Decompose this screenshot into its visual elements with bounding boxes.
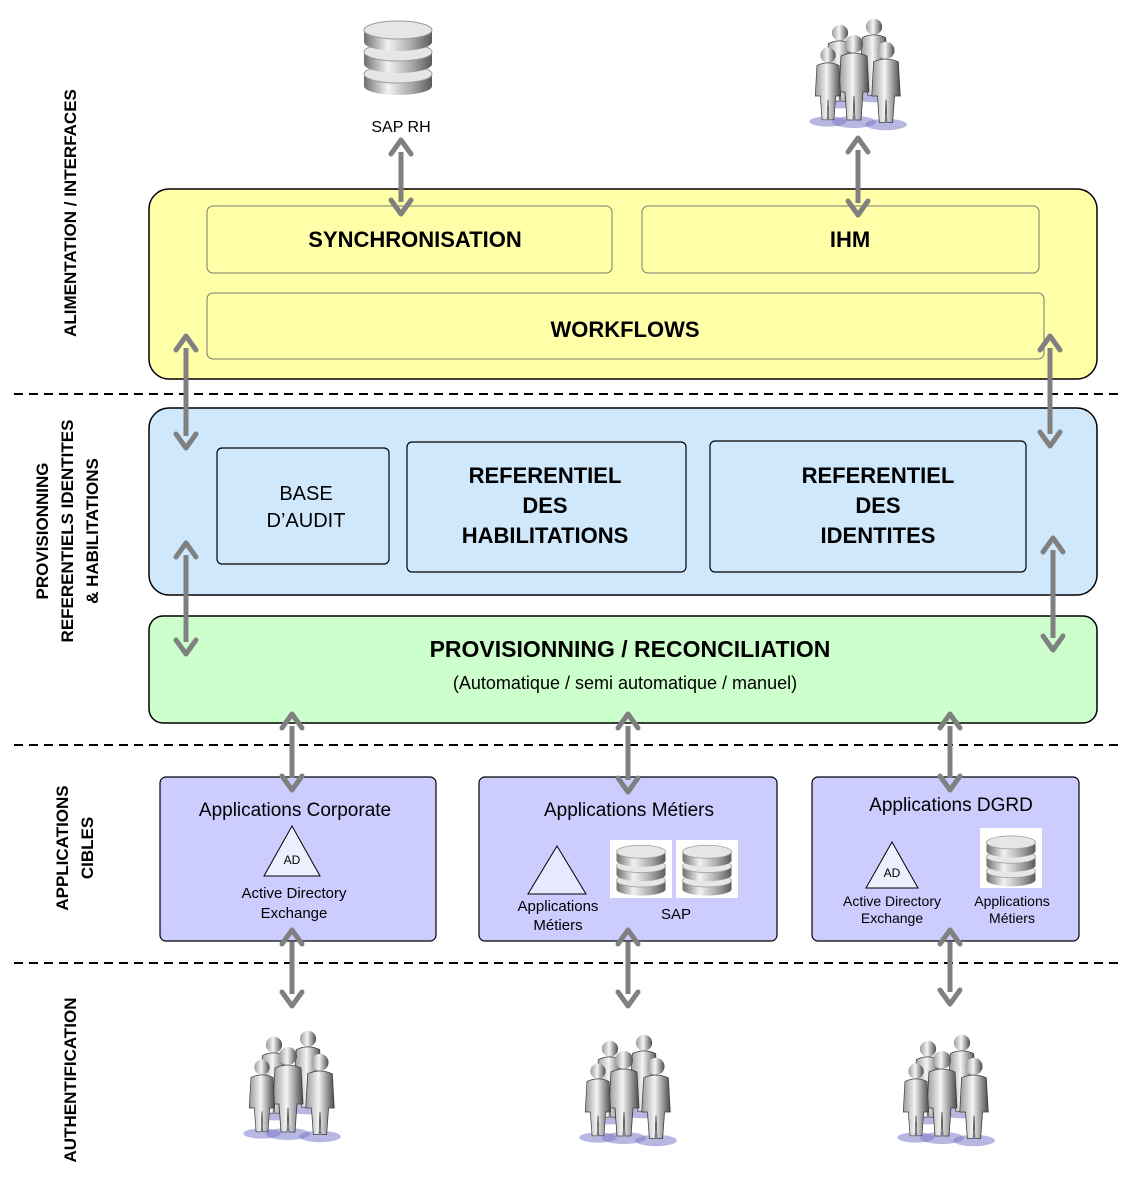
band-label-applications-2: CIBLES — [78, 817, 97, 879]
band-label-authentification: AUTHENTIFICATION — [61, 998, 80, 1163]
apps-dgrd-db-label-1: Applications — [974, 893, 1050, 909]
base-audit-box: BASE D’AUDIT — [216, 447, 390, 565]
band-separators — [14, 393, 1120, 964]
apps-dgrd-db-label-2: Métiers — [989, 910, 1035, 926]
svg-text:AD: AD — [884, 866, 901, 880]
apps-corporate-label-1: Active Directory — [241, 885, 347, 902]
metiers-triangle-icon — [527, 845, 587, 895]
dgrd-database-icon — [980, 828, 1042, 888]
habilitations-line-3: HABILITATIONS — [462, 523, 629, 548]
alimentation-block: SYNCHRONISATION IHM WORKFLOWS — [148, 188, 1098, 380]
sap-rh-label: SAP RH — [371, 119, 430, 136]
apps-dgrd-box: Applications DGRD AD Active Directory Ex… — [811, 776, 1080, 942]
arrow-prov-corporate — [279, 711, 305, 793]
apps-dgrd-ad-label-2: Exchange — [861, 910, 923, 926]
arrow-corporate-users — [279, 927, 305, 1009]
arrow-left-workflow-ref — [173, 333, 199, 451]
referentiels-block: BASE D’AUDIT REFERENTIEL DES HABILITATIO… — [148, 407, 1098, 596]
arrow-left-ref-prov — [173, 540, 199, 657]
provisioning-title: PROVISIONNING / RECONCILIATION — [430, 636, 831, 662]
arrow-saprh-sync — [388, 137, 414, 217]
identites-line-2: DES — [855, 493, 900, 518]
active-directory-icon: AD — [263, 824, 321, 877]
referentiel-identites-box: REFERENTIEL DES IDENTITES — [709, 440, 1027, 573]
workflows-box: WORKFLOWS — [206, 292, 1045, 360]
svg-text:AD: AD — [284, 853, 301, 867]
sap-database-icon-2 — [676, 840, 738, 898]
apps-metiers-title: Applications Métiers — [544, 800, 714, 821]
sap-database-icon-1 — [610, 840, 672, 898]
apps-corporate-title: Applications Corporate — [199, 800, 391, 821]
identites-line-3: IDENTITES — [821, 523, 936, 548]
arrow-dgrd-users — [937, 927, 963, 1007]
habilitations-line-1: REFERENTIEL — [469, 463, 622, 488]
base-audit-line-2: D’AUDIT — [267, 510, 346, 532]
sap-label: SAP — [661, 906, 691, 923]
apps-corporate-label-2: Exchange — [261, 905, 328, 922]
band-labels: ALIMENTATION / INTERFACES PROVISIONNING … — [33, 89, 102, 1162]
arrow-prov-metiers — [615, 711, 641, 795]
arrow-right-ref-prov — [1040, 535, 1066, 653]
top-users-icon — [809, 19, 907, 131]
arrow-users-ihm — [845, 135, 871, 218]
metiers-users-icon — [579, 1035, 677, 1147]
arrow-metiers-users — [615, 927, 641, 1009]
apps-dgrd-ad-label-1: Active Directory — [843, 893, 941, 909]
band-label-alimentation: ALIMENTATION / INTERFACES — [61, 89, 80, 337]
synchronisation-label: SYNCHRONISATION — [308, 227, 522, 252]
sap-rh-database-icon — [363, 20, 433, 96]
ihm-label: IHM — [830, 227, 870, 252]
referentiel-habilitations-box: REFERENTIEL DES HABILITATIONS — [406, 441, 687, 573]
band-label-applications-1: APPLICATIONS — [53, 785, 72, 910]
apps-metiers-box: Applications Métiers Applications Métier… — [478, 776, 778, 942]
band-label-provisionning-3: & HABILITATIONS — [83, 458, 102, 604]
provisioning-block: PROVISIONNING / RECONCILIATION (Automati… — [148, 615, 1098, 724]
apps-dgrd-title: Applications DGRD — [869, 795, 1033, 816]
habilitations-line-2: DES — [522, 493, 567, 518]
workflows-label: WORKFLOWS — [550, 317, 699, 342]
band-label-provisionning-1: PROVISIONNING — [33, 463, 52, 600]
arrow-right-workflow-ref — [1037, 333, 1063, 449]
dgrd-users-icon — [897, 1035, 995, 1147]
dgrd-active-directory-icon: AD — [865, 840, 919, 889]
apps-metiers-triangle-label-1: Applications — [518, 898, 599, 915]
ihm-box: IHM — [641, 205, 1040, 274]
arrow-prov-dgrd — [937, 711, 963, 793]
identites-line-1: REFERENTIEL — [802, 463, 955, 488]
apps-metiers-triangle-label-2: Métiers — [533, 917, 582, 934]
band-label-provisionning-2: REFERENTIELS IDENTITES — [58, 420, 77, 643]
apps-corporate-box: Applications Corporate AD Active Directo… — [159, 776, 437, 942]
corporate-users-icon — [243, 1031, 341, 1143]
provisioning-subtitle: (Automatique / semi automatique / manuel… — [453, 673, 797, 693]
connection-arrows — [173, 135, 1066, 1009]
base-audit-line-1: BASE — [279, 483, 332, 505]
synchronisation-box: SYNCHRONISATION — [206, 205, 613, 274]
